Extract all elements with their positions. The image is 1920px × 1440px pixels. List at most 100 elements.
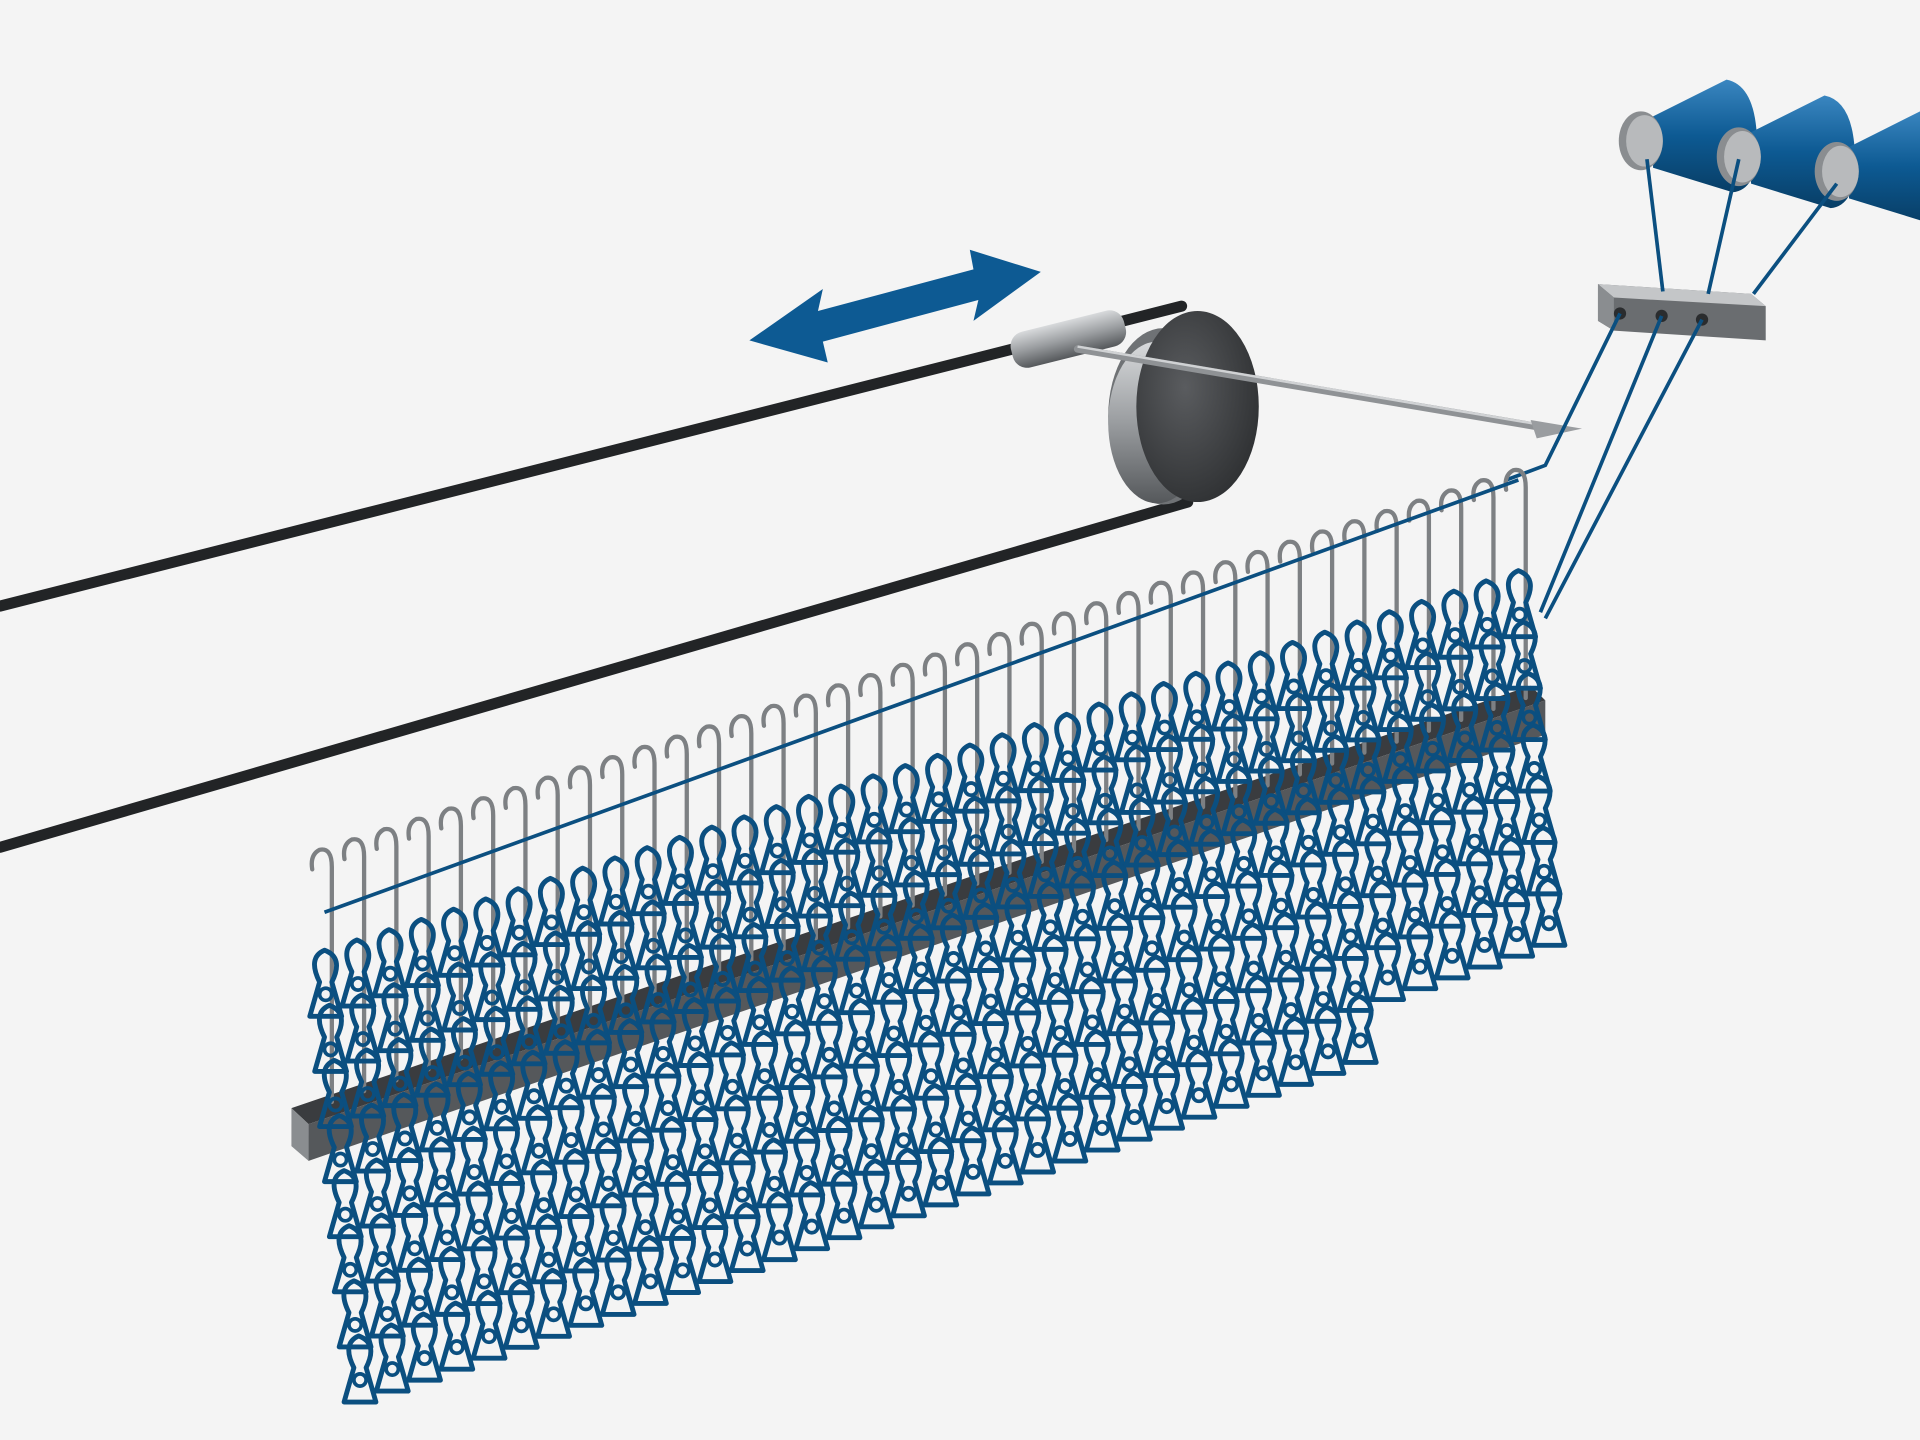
stitch-knot [1489, 720, 1506, 736]
stitch-loop [585, 1082, 622, 1154]
stitch-loop [962, 848, 1000, 920]
stitch-knot [1424, 740, 1441, 757]
stitch-knot [1503, 874, 1520, 891]
stitch-loop [1203, 932, 1240, 1004]
stitch-knot [1369, 865, 1386, 882]
stitch-loop [1116, 1070, 1153, 1142]
stitch-knot [503, 1208, 520, 1224]
stitch-knot [327, 1096, 344, 1113]
stitch-knot [963, 781, 980, 798]
stitch-knot [471, 1218, 488, 1235]
stitch-loop [612, 1018, 650, 1090]
stitch-knot [669, 1208, 686, 1225]
stitch-loop [1317, 733, 1355, 805]
stitch-loop [1359, 827, 1397, 899]
stitch-loop [597, 855, 635, 927]
stitch-loop [456, 1125, 493, 1197]
stitch-loop [768, 911, 806, 983]
stitch-loop [823, 783, 861, 855]
stitch-loop [533, 875, 570, 947]
stitch-loop [709, 986, 746, 1058]
stitch-knot [419, 1010, 436, 1027]
stitch-knot [1052, 1025, 1069, 1042]
stitch-loop [376, 982, 414, 1054]
stitch-knot [1240, 908, 1257, 925]
stitch-loop [535, 1267, 572, 1339]
stitch-knot [622, 1056, 639, 1073]
stitch-knot [322, 1041, 339, 1058]
stitch-knot [1106, 898, 1123, 915]
yarn-strands [1505, 158, 1839, 620]
stitch-knot [535, 1197, 552, 1214]
needle-icon [793, 693, 818, 941]
stitch-loop [982, 1061, 1019, 1133]
stitch-knot [672, 873, 689, 890]
stitch-knot [1337, 876, 1354, 893]
stitch-loop [1046, 1039, 1084, 1111]
stitch-loop [1096, 859, 1134, 931]
stitch-knot [756, 1068, 773, 1085]
stitch-knot [803, 1218, 820, 1235]
stitch-loop [1294, 848, 1332, 920]
stitch-knot [960, 1110, 977, 1127]
stitch-knot [1193, 761, 1210, 778]
stitch-knot [1181, 982, 1198, 999]
stitch-knot [761, 1122, 778, 1138]
stitch-loop [1123, 796, 1161, 868]
stitch-loop [875, 987, 913, 1059]
stitch-knot [1111, 950, 1128, 967]
double-arrow-icon [749, 249, 1041, 363]
stitch-knot [434, 1174, 451, 1191]
stitch-loop [1225, 817, 1263, 889]
stitch-loop [1252, 754, 1290, 826]
stitch-knot [350, 976, 366, 992]
stitch-knot [779, 950, 796, 967]
stitch-loop [1049, 711, 1087, 783]
stitch-knot [585, 1012, 602, 1029]
stitch-knot [784, 1003, 801, 1020]
stitch-knot [1097, 792, 1113, 809]
stitch-loop [1215, 712, 1253, 784]
stitch-loop [1118, 743, 1156, 815]
stitch-knot [863, 1143, 880, 1160]
stitch-knot [608, 893, 625, 910]
stitch-knot [396, 1130, 413, 1147]
stitch-knot [1521, 709, 1538, 726]
stitch-knot [982, 993, 999, 1010]
stitch-loop [902, 923, 940, 995]
stitch-knot [880, 972, 897, 989]
stitch-loop [373, 1322, 411, 1394]
stitch-loop [1156, 786, 1193, 858]
stitch-loop [930, 859, 967, 931]
stitch-loop [1240, 974, 1277, 1046]
stitch-knot [997, 1152, 1014, 1169]
stitch-loop [1275, 639, 1313, 711]
needle-icon [696, 724, 722, 974]
stitch-knot [940, 897, 957, 914]
stitch-knot [1231, 803, 1247, 820]
stitch-loop [1106, 965, 1143, 1037]
stitch-loop [1488, 784, 1526, 856]
stitch-loop [1332, 889, 1369, 961]
stitch-loop [1051, 1092, 1089, 1164]
stitch-loop [788, 1126, 826, 1198]
stitch-loop [1081, 701, 1119, 773]
stitch-knot [590, 1067, 607, 1084]
stitch-knot [1101, 845, 1118, 862]
stitch-loop [599, 1245, 637, 1317]
stitch-knot [1350, 658, 1367, 674]
stitch-loop [530, 1213, 568, 1285]
stitch-loop [773, 965, 811, 1037]
stitch-knot [1126, 1109, 1143, 1126]
stitch-knot [890, 1078, 907, 1095]
needle-icon [922, 652, 948, 897]
stitch-loop [922, 1136, 960, 1208]
stitch-knot [558, 1077, 575, 1094]
stitch-knot [508, 1262, 525, 1279]
stitch-loop [1133, 901, 1171, 973]
stitch-knot [1208, 919, 1225, 935]
stitch-knot [1355, 709, 1372, 726]
stitch-loop [344, 992, 382, 1064]
stitch-knot [1188, 709, 1205, 726]
stitch-knot [642, 1273, 659, 1290]
